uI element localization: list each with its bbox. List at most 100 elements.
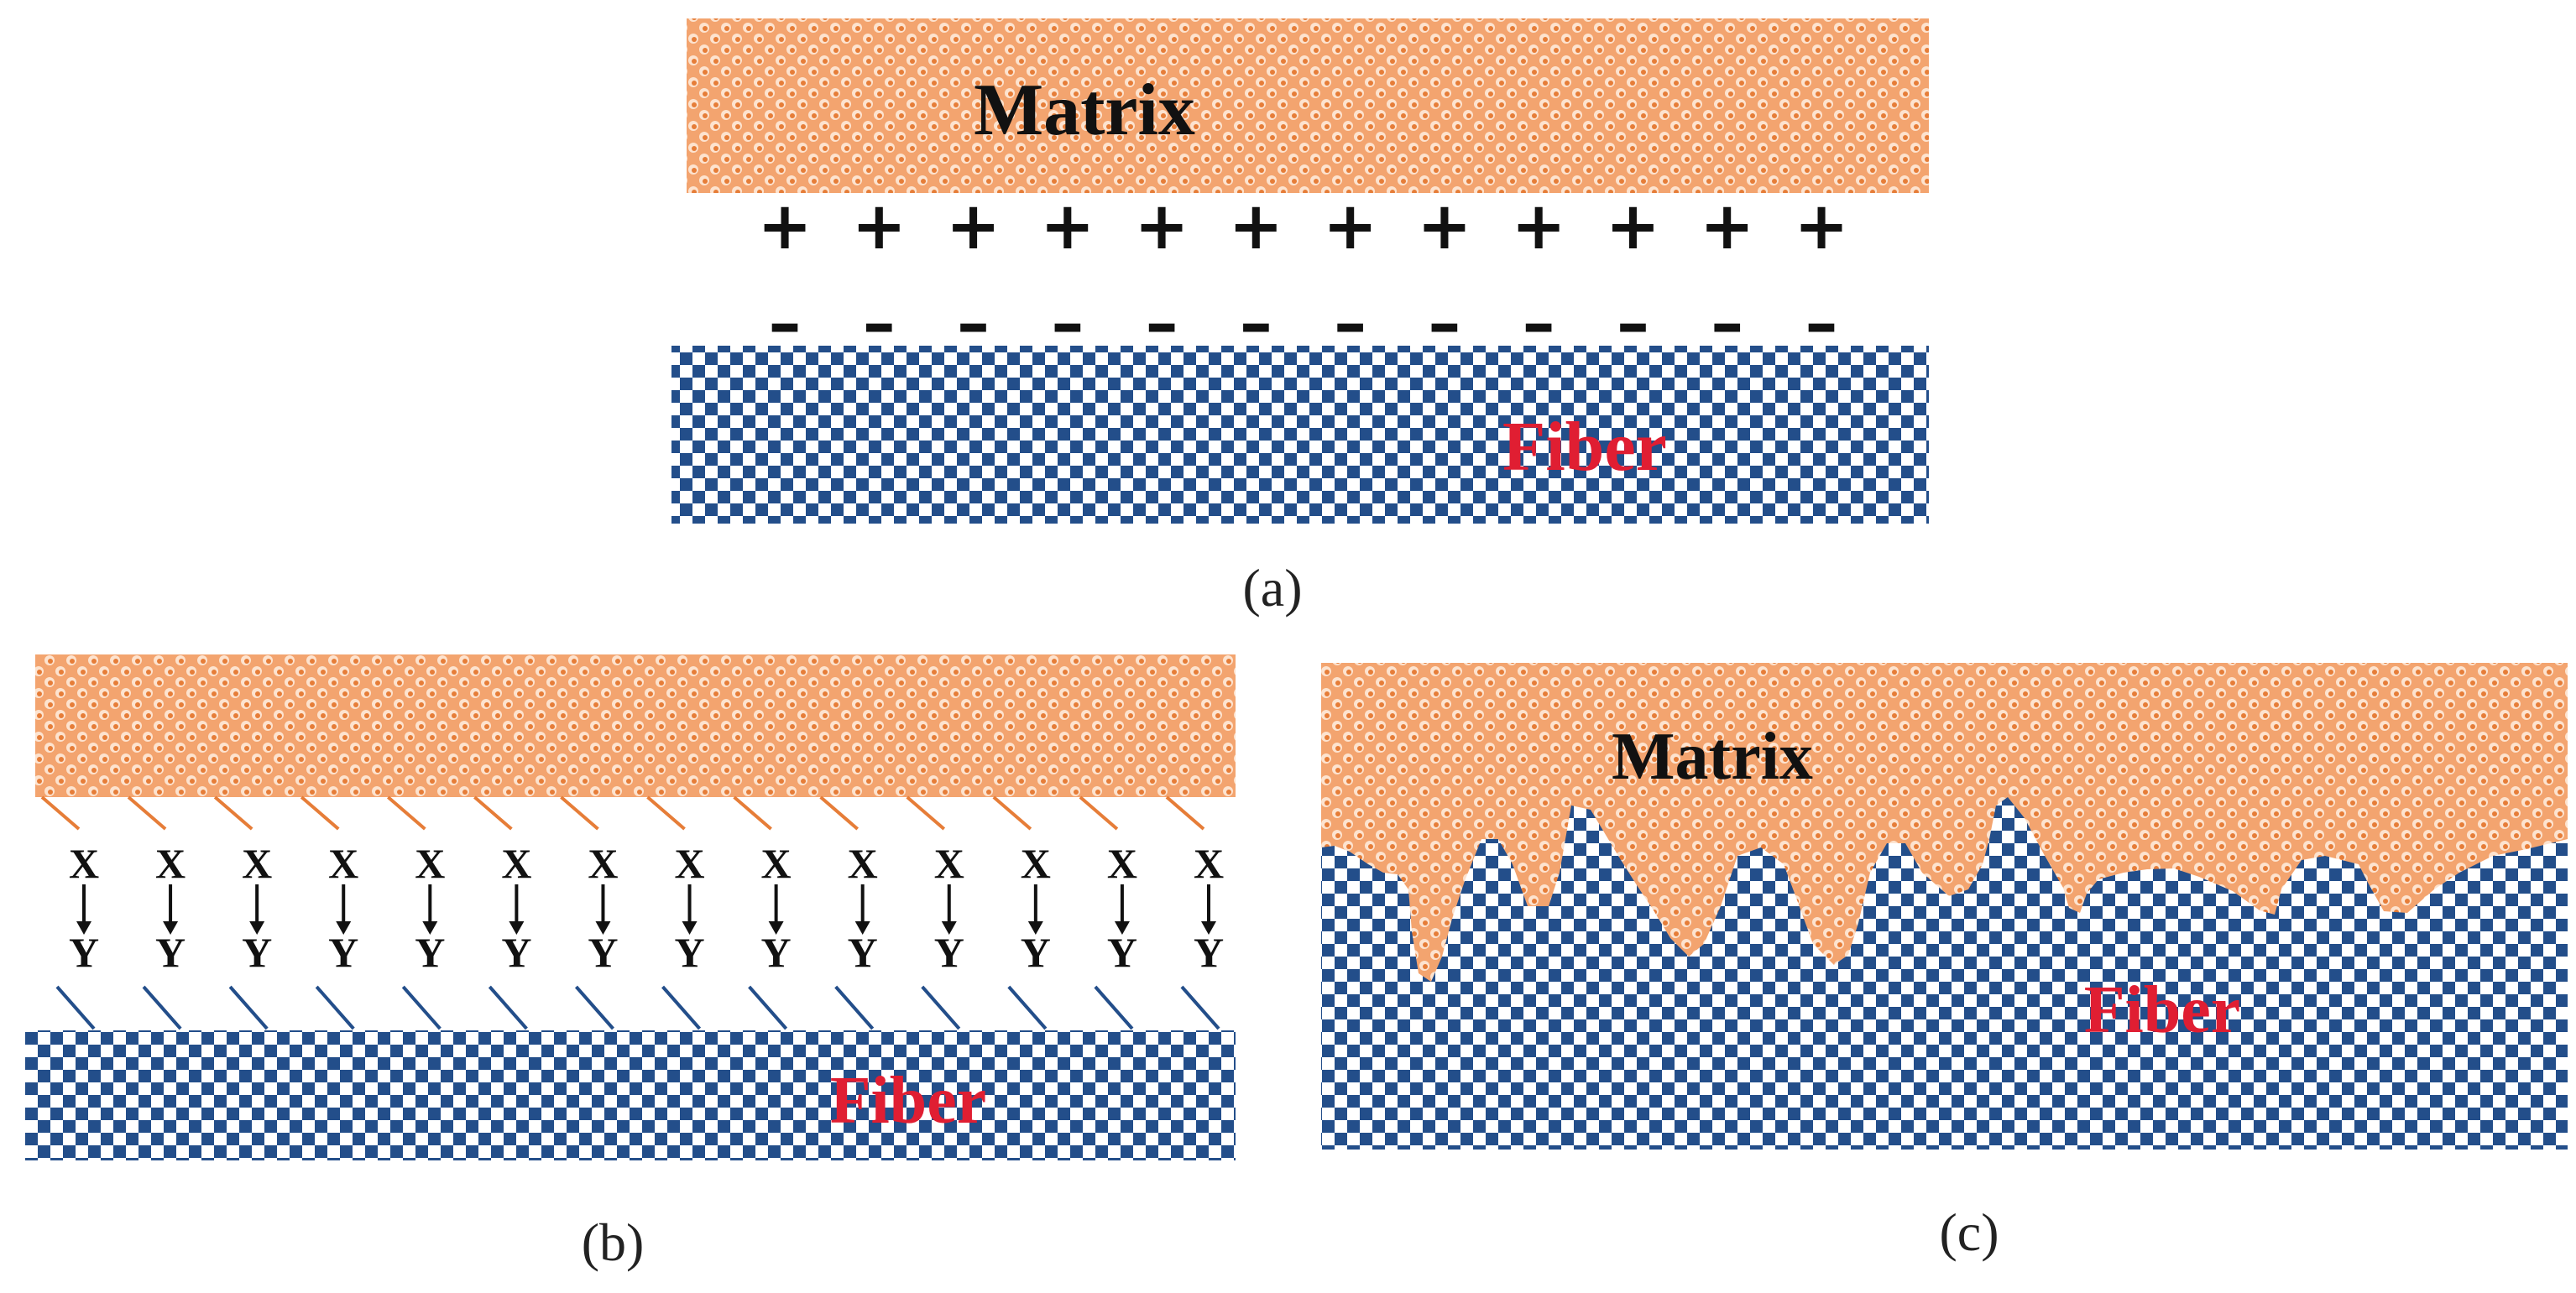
bond-arrow-head (854, 921, 870, 935)
group-y-label: Y (588, 929, 618, 976)
positive-charge: + (1040, 189, 1095, 264)
matrix-tether-line (1165, 795, 1205, 831)
bond-arrow-head (76, 921, 91, 935)
fiber-tether-line (661, 985, 702, 1030)
positive-charge: + (946, 189, 1001, 264)
panel-c-fiber-label: Fiber (2084, 973, 2241, 1047)
group-x-label: X (1021, 840, 1051, 887)
panel-a: Matrix ++++++++++++ –––––––––––– Fiber (… (671, 18, 1929, 618)
bond-arrow-head (249, 921, 265, 935)
fiber-tether-line (1007, 985, 1048, 1030)
panel-c-matrix-label: Matrix (1612, 720, 1813, 794)
panel-b-fiber-block (25, 1030, 1236, 1160)
positive-charge: + (852, 189, 907, 264)
panel-b-fiber-label: Fiber (830, 1064, 987, 1138)
matrix-tether-line (300, 795, 340, 831)
bond-arrow-head (595, 921, 611, 935)
group-y-label: Y (501, 929, 531, 976)
group-x-label: X (415, 840, 445, 887)
matrix-tether-line (560, 795, 599, 831)
group-x-label: X (588, 840, 618, 887)
group-x-label: X (1194, 840, 1224, 887)
group-y-label: Y (328, 929, 358, 976)
panel-b-matrix-block (35, 654, 1236, 797)
panel-c-matrix-interlock (1321, 663, 2568, 982)
bond-arrow-head (422, 921, 438, 935)
bond-arrow-head (163, 921, 179, 935)
panel-a-fiber-block (671, 346, 1929, 524)
positive-charge-row: + + + + + + + + + + + + (757, 189, 1848, 264)
panel-a-matrix-label: Matrix (974, 70, 1195, 151)
positive-charge: + (1512, 189, 1566, 264)
group-x-label: X (242, 840, 272, 887)
bond-arrow-head (336, 921, 352, 935)
group-y-label: Y (674, 929, 704, 976)
matrix-tether-line (646, 795, 686, 831)
bond-arrow-head (509, 921, 525, 935)
group-x-label: X (934, 840, 964, 887)
positive-charge: + (1606, 189, 1660, 264)
panel-c-caption: (c) (1939, 1202, 1999, 1262)
fiber-tether-line (921, 985, 961, 1030)
matrix-tether-line (213, 795, 253, 831)
group-x-label: X (761, 840, 792, 887)
group-y-label: Y (1107, 929, 1137, 976)
bond-arrow-head (1027, 921, 1043, 935)
group-y-label: Y (242, 929, 272, 976)
fiber-tether-line (748, 985, 788, 1030)
panel-a-matrix-block (687, 18, 1929, 193)
fiber-tether-line (315, 985, 355, 1030)
positive-charge: + (1417, 189, 1471, 264)
group-x-label: X (69, 840, 99, 887)
bond-arrow-head (768, 921, 784, 935)
matrix-tether-line (819, 795, 859, 831)
bond-arrow-head (682, 921, 698, 935)
matrix-tether-line (992, 795, 1032, 831)
matrix-tether-line (387, 795, 426, 831)
positive-charge: + (1229, 189, 1283, 264)
fiber-tether-line (401, 985, 442, 1030)
matrix-tether-line (40, 795, 81, 831)
fiber-tether-line (1094, 985, 1134, 1030)
group-y-label: Y (69, 929, 99, 976)
group-x-label: X (328, 840, 358, 887)
fiber-tether-line (488, 985, 528, 1030)
fiber-tether-line (574, 985, 614, 1030)
matrix-tether-line (473, 795, 513, 831)
group-y-label: Y (848, 929, 878, 976)
bond-arrow-head (1114, 921, 1130, 935)
positive-charge: + (1700, 189, 1754, 264)
group-x-label: X (674, 840, 704, 887)
panel-b-caption: (b) (582, 1212, 645, 1272)
group-y-label: Y (155, 929, 185, 976)
positive-charge: + (1134, 189, 1189, 264)
group-y-label: Y (1194, 929, 1224, 976)
matrix-tether-line (1079, 795, 1119, 831)
fiber-tether-line (142, 985, 182, 1030)
bond-arrow-head (941, 921, 957, 935)
positive-charge: + (1794, 189, 1848, 264)
group-y-label: Y (415, 929, 445, 976)
fiber-tether-line (228, 985, 269, 1030)
panel-a-fiber-label: Fiber (1502, 408, 1667, 486)
positive-charge: + (757, 189, 812, 264)
group-x-label: X (155, 840, 185, 887)
fiber-tether-line (1180, 985, 1220, 1030)
matrix-tether-line (733, 795, 772, 831)
group-x-label: X (1107, 840, 1137, 887)
matrix-tether-line (127, 795, 167, 831)
group-x-label: X (848, 840, 878, 887)
panel-a-caption: (a) (1242, 558, 1302, 618)
matrix-tether-line (906, 795, 946, 831)
fiber-tether-line (834, 985, 875, 1030)
fiber-tether-line (55, 985, 96, 1030)
bond-arrow-head (1201, 921, 1216, 935)
positive-charge: + (1323, 189, 1377, 264)
panel-c: Matrix Fiber (c) (1321, 663, 2568, 1262)
group-y-label: Y (761, 929, 792, 976)
group-x-label: X (501, 840, 531, 887)
group-y-label: Y (934, 929, 964, 976)
